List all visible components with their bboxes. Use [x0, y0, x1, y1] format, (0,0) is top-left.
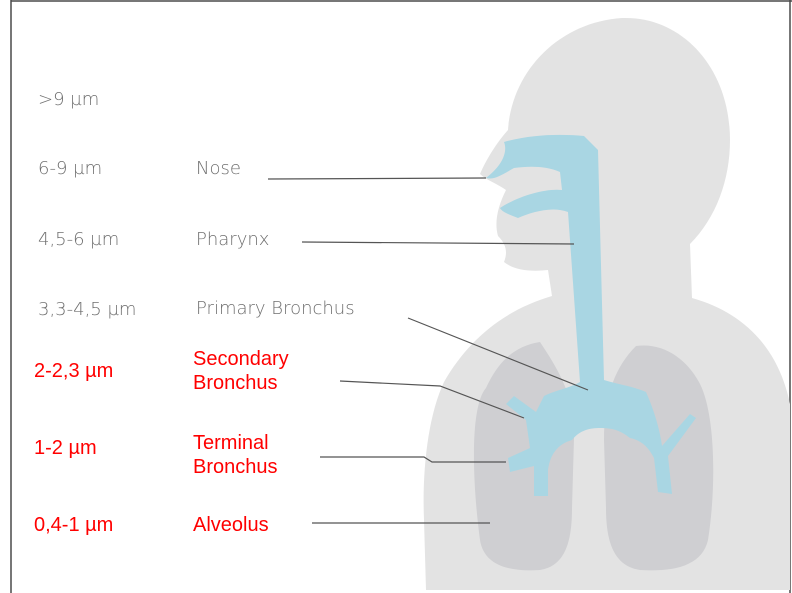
- size-label-4-5-6: 4,5-6 µm: [38, 229, 119, 251]
- size-label-0-4-1: 0,4-1 µm: [34, 513, 113, 537]
- structure-label-nose: Nose: [196, 158, 241, 180]
- structure-label-alveolus: Alveolus: [193, 513, 269, 537]
- structure-label-terminal-line1: Terminal: [193, 431, 278, 455]
- structure-label-terminal-bronchus: Terminal Bronchus: [193, 431, 278, 479]
- structure-label-primary-bronchus: Primary Bronchus: [196, 298, 355, 320]
- structure-label-terminal-line2: Bronchus: [193, 455, 278, 479]
- size-label-2-2-3: 2-2,3 µm: [34, 359, 113, 383]
- leader-line-nose: [268, 178, 486, 179]
- size-label-over-9: >9 µm: [38, 89, 99, 111]
- size-label-1-2: 1-2 µm: [34, 436, 97, 460]
- structure-label-pharynx: Pharynx: [196, 229, 269, 251]
- size-label-6-9: 6-9 µm: [38, 158, 102, 180]
- structure-label-secondary-line1: Secondary: [193, 347, 289, 371]
- structure-label-secondary-bronchus: Secondary Bronchus: [193, 347, 289, 395]
- size-label-3-3-4-5: 3,3-4,5 µm: [38, 299, 136, 321]
- structure-label-secondary-line2: Bronchus: [193, 371, 289, 395]
